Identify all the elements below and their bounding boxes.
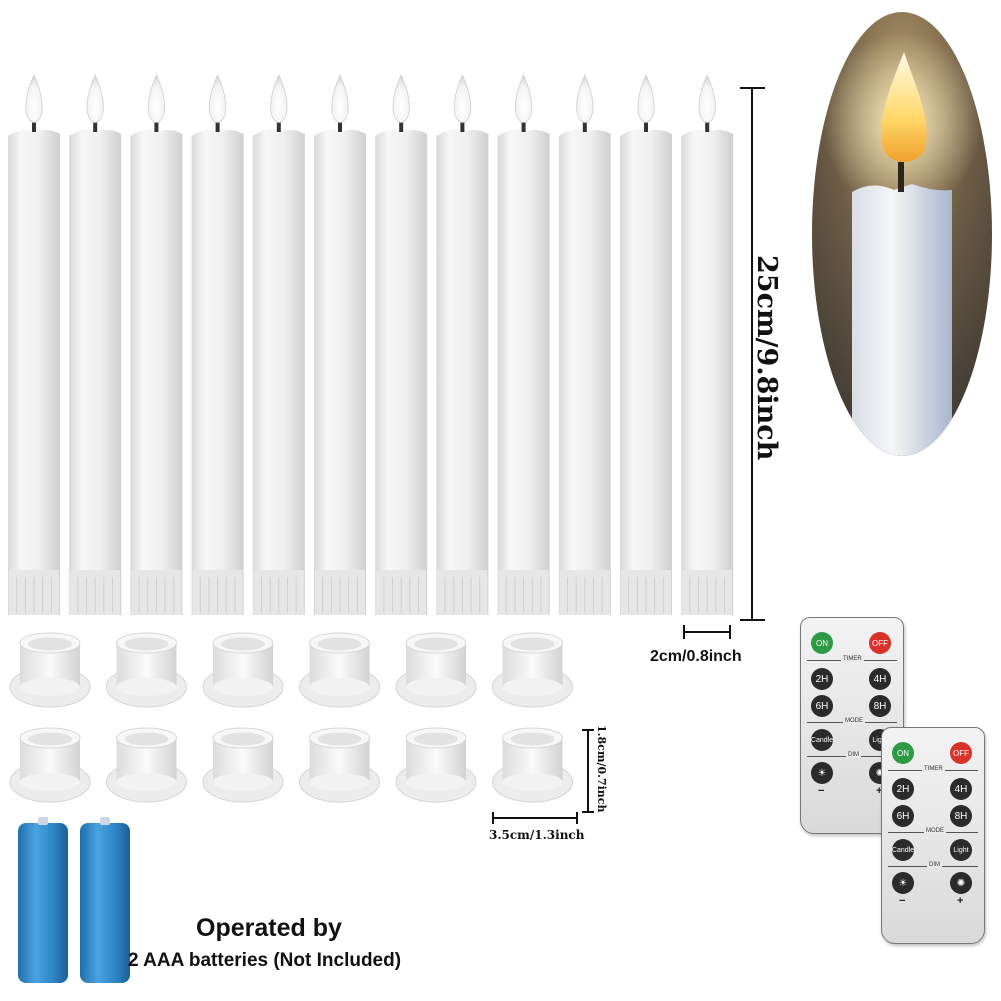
flame-icon [86, 74, 104, 123]
batteries-group [18, 817, 130, 983]
flame-icon [637, 74, 655, 123]
holder-width-label: 3.5cm/1.3inch [489, 828, 585, 842]
remote-8h-button[interactable]: 8H [869, 695, 891, 717]
remote-plus-label: + [876, 785, 883, 797]
candle [497, 74, 550, 615]
sun-icon: ✺ [875, 767, 885, 779]
candles-group [8, 74, 734, 615]
remote-off-button[interactable]: OFF [950, 742, 972, 764]
battery-icon [80, 817, 130, 983]
flame-icon [331, 74, 349, 123]
remote-2h-button[interactable]: 2H [811, 668, 833, 690]
flame-icon [270, 74, 288, 123]
candle [620, 74, 672, 615]
remote-dim-down-button[interactable]: ☀ [892, 872, 914, 894]
flame-icon [392, 74, 410, 123]
remote-timer-label: TIMER [841, 656, 864, 662]
remote-4h-button[interactable]: 4H [950, 778, 972, 800]
caption-operated-by: Operated by [196, 914, 342, 942]
remote-dim-up-button[interactable]: ✺ [950, 872, 972, 894]
remote-on-button[interactable]: ON [892, 742, 914, 764]
flame-icon [514, 74, 533, 123]
remote-mode-label: MODE [843, 718, 865, 724]
flame-icon [881, 52, 927, 162]
remote-on-button[interactable]: ON [811, 632, 833, 654]
candle-holder [395, 727, 477, 803]
flame-icon [698, 74, 716, 123]
remote-4h-button[interactable]: 4H [869, 668, 891, 690]
remote-control: ON OFF TIMER 2H 4H 6H 8H MODE Candle Lig… [881, 727, 985, 944]
candle-holder [492, 632, 573, 708]
remote-candle-button[interactable]: Candle [892, 839, 914, 861]
battery-icon [18, 817, 68, 983]
remote-plus-label: + [957, 895, 964, 907]
candle-holder [395, 632, 477, 708]
candle-closeup-photo [812, 12, 992, 456]
candle-height-label: 25cm/9.8inch [751, 255, 782, 461]
candle-holder [9, 727, 91, 803]
remote-2h-button[interactable]: 2H [892, 778, 914, 800]
flame-icon [453, 74, 472, 123]
candle-holder [106, 632, 187, 708]
flame-icon [25, 74, 43, 123]
remote-8h-button[interactable]: 8H [950, 805, 972, 827]
remote-timer-label: TIMER [922, 766, 945, 772]
remote-minus-label: − [899, 895, 906, 907]
candle [69, 74, 122, 615]
candle [558, 74, 611, 615]
remote-minus-label: − [818, 785, 825, 797]
candle-holder [202, 727, 284, 803]
remote-candle-button[interactable]: Candle [811, 729, 833, 751]
flame-icon [208, 74, 227, 123]
candle [314, 74, 366, 615]
candle-holder [299, 632, 380, 708]
remote-off-button[interactable]: OFF [869, 632, 891, 654]
remote-6h-button[interactable]: 6H [892, 805, 914, 827]
holder-height-label: 1.8cm/0.7inch [595, 725, 608, 813]
remote-mode-label: MODE [924, 828, 946, 834]
candle [130, 74, 183, 615]
candle-holder [492, 727, 573, 803]
candle [436, 74, 489, 615]
caption-batteries: 2 AAA batteries (Not Included) [128, 950, 402, 971]
candle-holders-group [9, 632, 573, 803]
remote-dim-down-button[interactable]: ☀ [811, 762, 833, 784]
candle [191, 74, 244, 615]
remote-6h-button[interactable]: 6H [811, 695, 833, 717]
candle-holder [202, 632, 284, 708]
candle-holder [299, 727, 380, 803]
sun-icon: ☀ [817, 767, 827, 779]
sun-icon: ✺ [956, 877, 966, 889]
remote-dim-label: DIM [846, 752, 861, 758]
sun-icon: ☀ [898, 877, 908, 889]
candle-holder [9, 632, 91, 708]
candle [8, 74, 60, 615]
remote-dim-label: DIM [927, 862, 942, 868]
candle [375, 74, 428, 615]
flame-icon [147, 74, 166, 123]
flame-icon [576, 74, 594, 123]
candle [681, 74, 734, 615]
remote-light-button[interactable]: Light [950, 839, 972, 861]
candle-holder [106, 727, 187, 803]
candle [252, 74, 305, 615]
candle-width-label: 2cm/0.8inch [650, 648, 742, 665]
